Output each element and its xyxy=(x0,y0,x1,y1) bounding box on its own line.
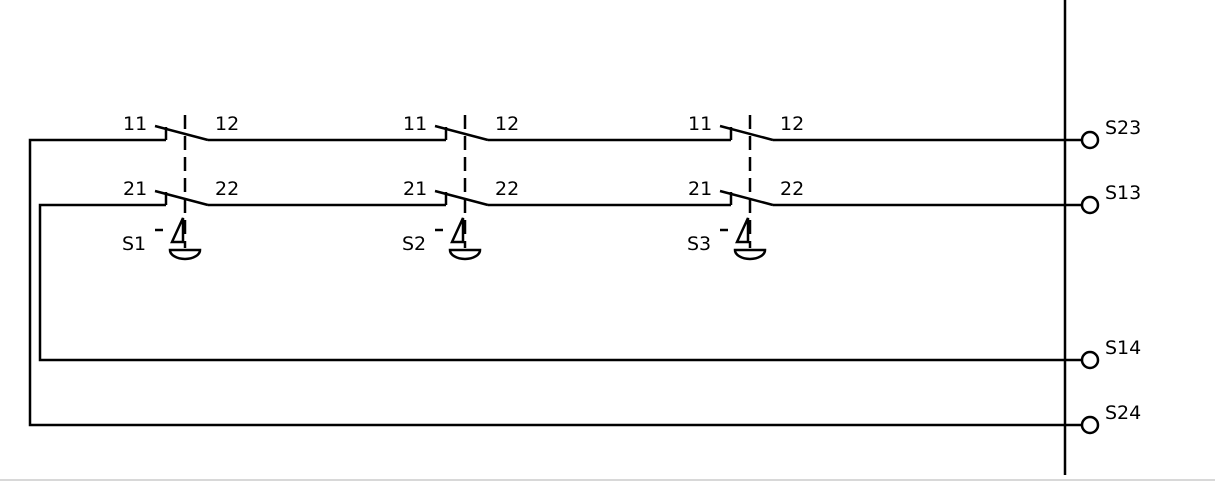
contact-in-label: 11 xyxy=(688,113,712,135)
contact-out-label: 12 xyxy=(780,113,804,135)
switch-label: S3 xyxy=(687,233,711,255)
contact-blade xyxy=(719,124,774,142)
terminal-s14[interactable] xyxy=(1080,350,1100,370)
button-head-icon xyxy=(168,248,202,261)
contact-in-label: 21 xyxy=(403,178,427,200)
contact-in-label: 21 xyxy=(688,178,712,200)
switch-label: S2 xyxy=(402,233,426,255)
terminal-s13[interactable] xyxy=(1080,195,1100,215)
contact-out-label: 12 xyxy=(495,113,519,135)
terminal-label: S14 xyxy=(1105,337,1141,359)
wire-s24 xyxy=(28,138,1082,427)
contact-in-label: 11 xyxy=(123,113,147,135)
pushbutton-icon xyxy=(170,217,185,244)
terminal-label: S23 xyxy=(1105,117,1141,139)
contact-blade xyxy=(154,124,209,142)
contact-in-label: 21 xyxy=(123,178,147,200)
contact-in-label: 11 xyxy=(403,113,427,135)
terminal-s23[interactable] xyxy=(1080,130,1100,150)
contact-out-label: 22 xyxy=(215,178,239,200)
contact-blade xyxy=(434,189,489,207)
wiring xyxy=(28,0,1082,475)
terminal-label: S24 xyxy=(1105,402,1141,424)
terminals: S23 S13 S14 S24 xyxy=(1080,117,1141,435)
switch-label: S1 xyxy=(122,233,146,255)
terminal-label: S13 xyxy=(1105,182,1141,204)
wire-s14 xyxy=(38,203,1082,362)
button-head-icon xyxy=(448,248,482,261)
contact-out-label: 22 xyxy=(495,178,519,200)
contact-out-label: 12 xyxy=(215,113,239,135)
contact-blade xyxy=(434,124,489,142)
pushbutton-icon xyxy=(735,217,750,244)
contact-out-label: 22 xyxy=(780,178,804,200)
bottom-border xyxy=(0,479,1215,481)
terminal-s24[interactable] xyxy=(1080,415,1100,435)
contact-blade xyxy=(154,189,209,207)
button-head-icon xyxy=(733,248,767,261)
pushbutton-icon xyxy=(450,217,465,244)
contact-blade xyxy=(719,189,774,207)
